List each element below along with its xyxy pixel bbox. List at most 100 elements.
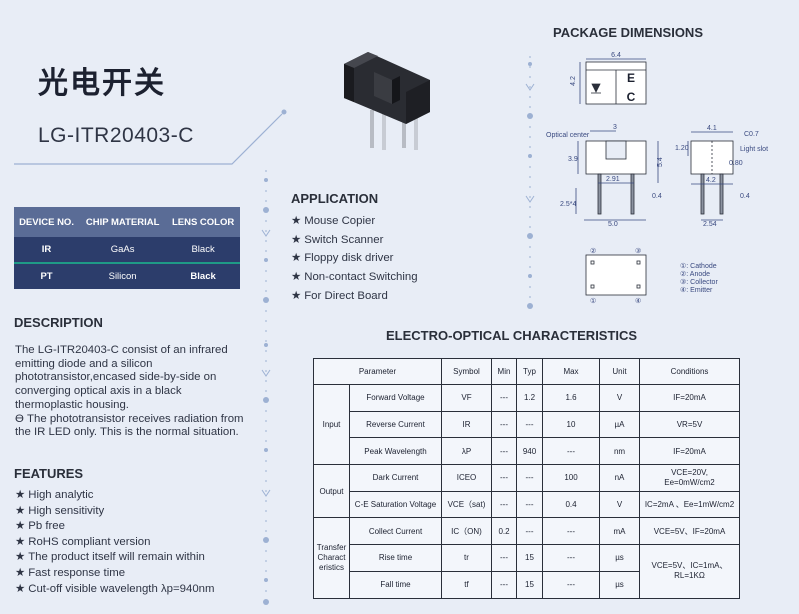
cell: λP [441, 437, 492, 466]
cell: Collect Current [349, 517, 442, 546]
collector-mark: C [627, 90, 636, 104]
description-line: converging optical axis in a black [15, 385, 182, 398]
dim-label: 2.54 [703, 221, 717, 228]
list-item: ★Pb free [15, 519, 214, 535]
list-item: ★High sensitivity [15, 504, 214, 520]
cell: --- [516, 410, 543, 439]
pin-label: ② [590, 247, 596, 255]
feature-text: Pb free [28, 520, 65, 533]
star-icon: ★ [15, 582, 26, 595]
table-header-row: Parameter Symbol Min Typ Max Unit Condit… [313, 358, 740, 385]
dim-label: C0.7 [744, 131, 759, 138]
list-item: ★Non-contact Switching [291, 268, 418, 287]
cell: VCE=5V、IC=1mA、 RL=1KΩ [639, 544, 740, 599]
dim-label: Optical center [546, 132, 590, 139]
description-line: ϴ The phototransistor receives radiation… [15, 412, 244, 425]
feature-text: RoHS compliant version [28, 535, 151, 548]
cell: --- [491, 490, 517, 519]
list-item: ★Cut-off visible wavelength λp=940nm [15, 582, 214, 598]
star-icon: ★ [15, 504, 26, 517]
cell: IC=2mA 、Ee=1mW/cm2 [639, 490, 740, 519]
group-label: Input [313, 383, 350, 466]
col-header: Min [491, 358, 517, 385]
cell: 10 [542, 410, 600, 439]
cell: Reverse Current [349, 410, 442, 439]
package-heading: PACKAGE DIMENSIONS [553, 25, 703, 40]
star-icon: ★ [15, 489, 26, 501]
cell: 15 [516, 544, 543, 572]
star-icon: ★ [291, 252, 302, 265]
star-icon: ★ [15, 520, 26, 533]
list-item: ★Fast response time [15, 566, 214, 582]
list-item: ★Floppy disk driver [291, 249, 418, 268]
cell: VR=5V [639, 410, 740, 439]
cell: ICEO [441, 464, 492, 492]
list-item: ★RoHS compliant version [15, 535, 214, 551]
cell: µA [599, 410, 640, 439]
cell: --- [491, 464, 517, 492]
cell: VF [441, 384, 492, 412]
dim-label: Light slot [740, 146, 768, 153]
feature-text: Cut-off visible wavelength λp=940nm [28, 582, 215, 595]
star-icon: ★ [15, 551, 26, 564]
dim-label: 2.5*4 [560, 201, 576, 208]
cell: nm [599, 437, 640, 466]
star-icon: ★ [291, 215, 302, 227]
star-icon: ★ [15, 566, 26, 579]
group-label: Output [313, 464, 350, 519]
description-text: The LG-ITR20403-C consist of an infrared… [15, 344, 275, 440]
cell: VCE（sat) [441, 490, 492, 519]
decor-connector-line [14, 109, 287, 165]
header-lens-color: LENS COLOR [166, 207, 240, 237]
cell: VCE=20V, Ee=0mW/cm2 [639, 464, 740, 492]
eo-table: Parameter Symbol Min Typ Max Unit Condit… [313, 358, 740, 599]
features-list: ★High analytic ★High sensitivity ★Pb fre… [15, 488, 214, 597]
cell: tr [441, 544, 492, 572]
package-drawing: 6.4 4.2 E C Optical center 3 3.9 2.91 5.… [546, 52, 768, 305]
cell: IR [441, 410, 492, 439]
col-header: Conditions [639, 358, 740, 385]
feature-text: The product itself will remain within [28, 551, 205, 564]
cell: Fall time [349, 570, 442, 599]
feature-text: High sensitivity [28, 504, 105, 517]
table-row: PT Silicon Black [14, 263, 240, 289]
application-text: For Direct Board [304, 289, 388, 302]
cell: Forward Voltage [349, 384, 442, 412]
cell: Dark Current [349, 464, 442, 492]
cell: --- [542, 517, 600, 546]
cell: Silicon [79, 263, 167, 289]
decor-bead-line-right [525, 56, 535, 316]
pin-legend-item: ②: Anode [680, 270, 710, 278]
cell: C-E Saturation Voltage [349, 490, 442, 519]
cell: --- [516, 490, 543, 519]
list-item: ★For Direct Board [291, 287, 418, 306]
group-label: Transfer Charact eristics [313, 517, 350, 599]
application-heading: APPLICATION [291, 191, 379, 206]
dim-label: 5.4 [657, 157, 664, 167]
description-line: The LG-ITR20403-C consist of an infrared [15, 344, 228, 356]
product-image [344, 52, 430, 150]
col-header: Typ [516, 358, 543, 385]
dim-label: 6.4 [611, 52, 621, 59]
pin-label: ④ [635, 297, 641, 305]
star-icon: ★ [291, 289, 302, 302]
pin-label: ③ [635, 247, 641, 255]
description-line: phototransistor,encased side-by-side on [15, 371, 217, 384]
header-chip-material: CHIP MATERIAL [79, 207, 167, 237]
cell: IF=20mA [639, 437, 740, 466]
dim-label: 4.2 [706, 177, 716, 184]
cell: IF=20mA [639, 384, 740, 412]
cell: IR [14, 237, 80, 264]
cell: 100 [542, 464, 600, 492]
cell: µs [599, 544, 640, 572]
cell: nA [599, 464, 640, 492]
application-text: Switch Scanner [304, 233, 384, 246]
cell: Black [166, 263, 240, 289]
list-item: ★The product itself will remain within [15, 550, 214, 566]
cell: --- [542, 570, 600, 599]
dim-label: 0.4 [652, 193, 662, 200]
